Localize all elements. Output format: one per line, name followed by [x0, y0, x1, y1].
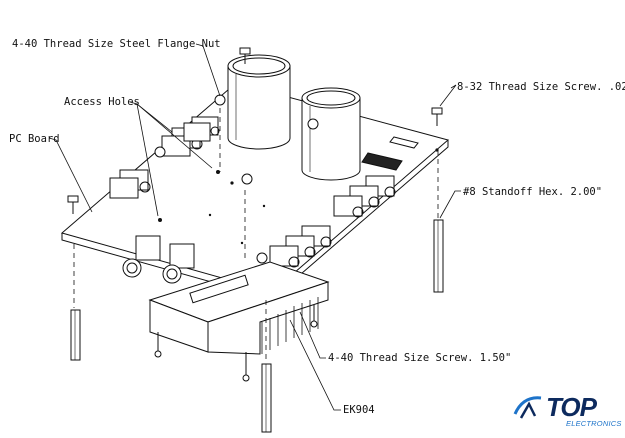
logo-swoosh-icon: [513, 396, 542, 419]
logo-wordmark: TOP: [546, 392, 597, 422]
connector-row-right: [269, 175, 396, 268]
label-screw-440: 4-40 Thread Size Screw. 1.50": [328, 352, 512, 364]
label-heatsink: EK904: [343, 404, 375, 416]
standoff-right: [433, 219, 444, 293]
capacitor-left: [227, 54, 291, 150]
assembly-axes: [73, 108, 439, 362]
flange-nuts: [154, 94, 319, 264]
leader-lines: [48, 43, 461, 411]
label-flange-nut: 4-40 Thread Size Steel Flange Nut: [12, 38, 221, 50]
screw-top-center: [239, 47, 251, 64]
label-standoff: #8 Standoff Hex. 2.00": [463, 186, 603, 198]
label-access-holes: Access Holes: [64, 96, 140, 108]
bnc-connectors: [122, 235, 195, 284]
heatsink: [148, 261, 330, 355]
standoff-bottom: [261, 363, 272, 433]
screw-832-right: [431, 107, 443, 126]
logo-subtext: ELECTRONICS: [566, 419, 622, 428]
capacitor-right: [301, 87, 361, 181]
connector-row-left: [109, 116, 220, 199]
screw-832-left: [67, 195, 79, 214]
board-logo-mark: [361, 136, 419, 171]
label-screw-832: 8-32 Thread Size Screw. .025": [457, 81, 625, 93]
heatsink-screws: [154, 305, 318, 382]
label-pc-board: PC Board: [9, 133, 60, 145]
standoff-left: [70, 309, 81, 361]
